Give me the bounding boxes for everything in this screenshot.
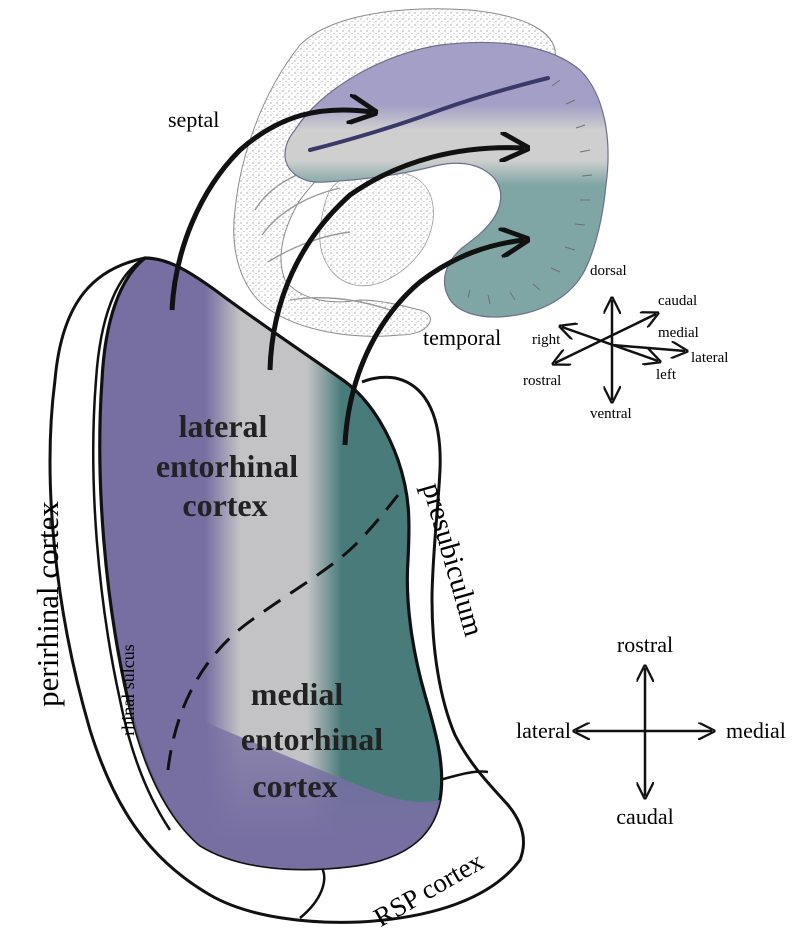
orientation-axes-2d: rostral caudal lateral medial — [516, 632, 786, 829]
axis3d-left-label: left — [656, 367, 677, 383]
axis2d-caudal-label: caudal — [616, 804, 673, 829]
mec-label-line2: entorhinal — [241, 721, 383, 757]
axis3d-dorsal-label: dorsal — [590, 263, 627, 279]
axis3d-medial-label: medial — [658, 325, 699, 341]
temporal-label: temporal — [423, 325, 501, 350]
hippocampus-inner-stipple — [320, 170, 434, 286]
lec-label-line1: lateral — [179, 408, 268, 444]
axis2d-rostral-label: rostral — [617, 632, 673, 657]
axis2d-medial-label: medial — [726, 718, 786, 743]
rhinal-sulcus-label: rhinal sulcus — [118, 644, 138, 736]
axis2d-lateral-label: lateral — [516, 718, 571, 743]
axis3d-ventral-label: ventral — [590, 406, 632, 422]
hippocampus-drawing — [234, 9, 608, 337]
lec-label-line2: entorhinal — [156, 448, 298, 484]
septal-label: septal — [168, 107, 219, 132]
perirhinal-cortex-label: perirhinal cortex — [30, 501, 65, 707]
axis3d-rostral-label: rostral — [523, 373, 561, 389]
axis3d-caudal-label: caudal — [658, 293, 697, 309]
lec-label-line3: cortex — [182, 487, 267, 523]
axis3d-right-label: right — [532, 332, 561, 348]
mec-label-line3: cortex — [252, 768, 337, 804]
axis3d-right-left — [562, 327, 658, 361]
mec-label-line1: medial — [251, 676, 344, 712]
axis3d-lateral-label: lateral — [691, 350, 728, 366]
